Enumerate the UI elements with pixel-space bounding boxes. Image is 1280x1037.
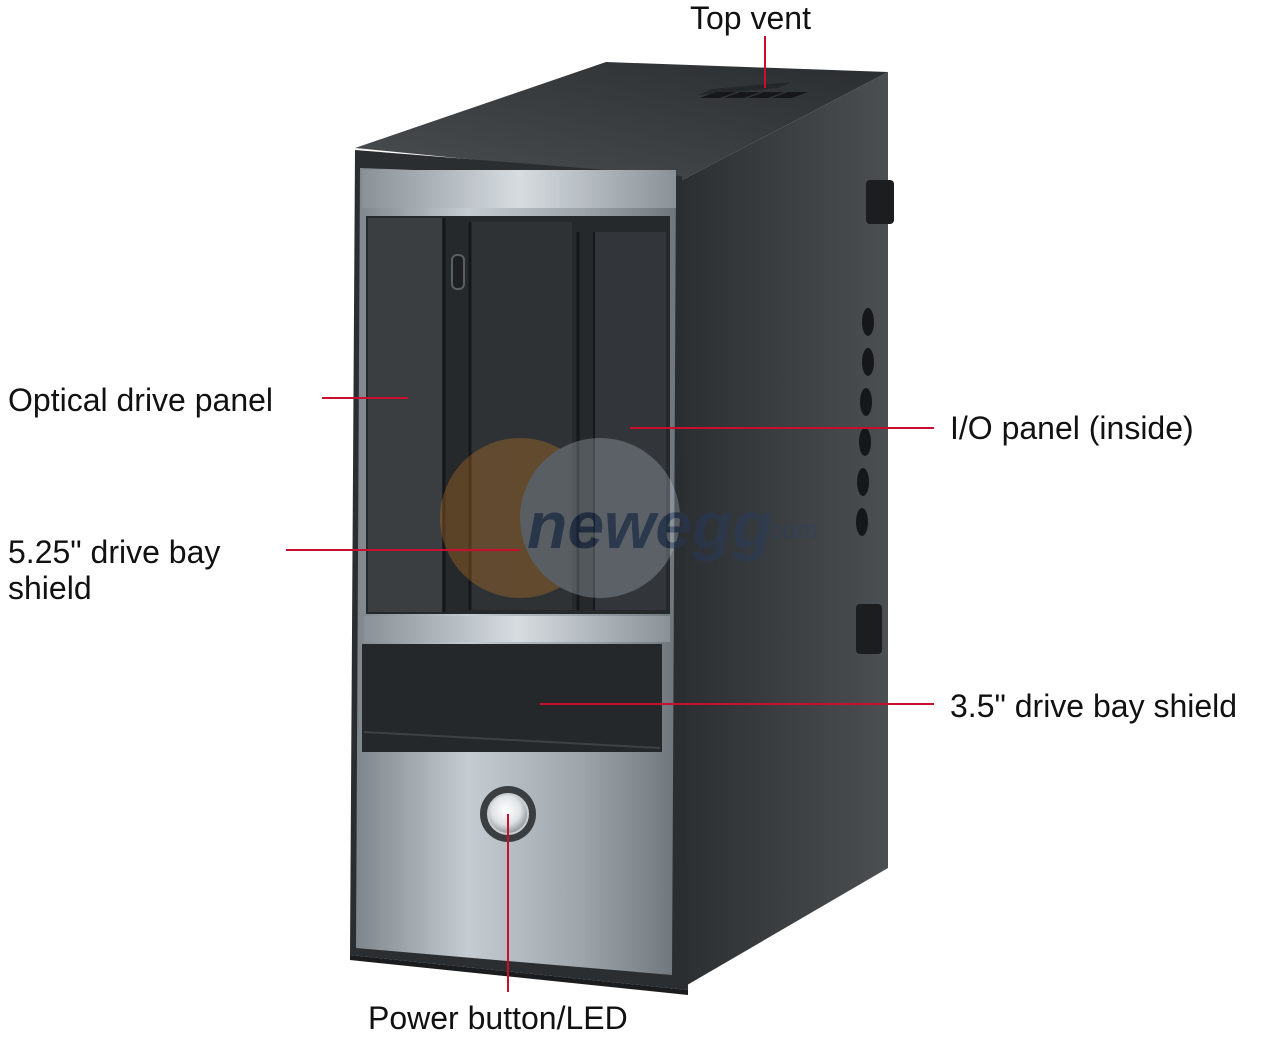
drive-bay-shield-35 [362,644,662,752]
top-vent-slots [698,82,808,98]
drive-bay-shield-525-left [470,222,572,610]
case-body [350,62,894,995]
callout-lines [286,36,934,992]
label-525-drive-bay: 5.25" drive bay shield [8,534,220,606]
watermark-brand: newegg [527,488,773,562]
label-power-button-text: Power button/LED [368,1000,628,1036]
watermark: newegg .com [440,438,818,598]
label-35-drive-bay: 3.5" drive bay shield [950,688,1237,724]
label-io-panel: I/O panel (inside) [950,410,1194,446]
label-io-panel-text: I/O panel (inside) [950,410,1194,446]
eject-button [451,254,465,290]
case-side-panel [682,72,888,988]
label-35-drive-bay-text: 3.5" drive bay shield [950,688,1238,724]
label-525-line2: shield [8,570,92,606]
label-optical-drive-panel-text: Optical drive panel [8,382,274,418]
side-clip-bottom [856,604,882,654]
side-vent-holes [856,308,874,536]
case-top [355,62,888,180]
front-top-strip [362,170,676,208]
label-525-line1: 5.25" drive bay [8,534,221,570]
watermark-suffix: .com [762,514,818,544]
front-middle-strip [364,616,670,642]
label-power-button: Power button/LED [368,1000,628,1036]
side-clip-top [866,180,894,224]
label-top-vent-text: Top vent [690,0,811,36]
drive-bay-shield-525-right [594,232,666,610]
optical-drive-panel [368,218,442,612]
label-top-vent: Top vent [690,0,811,36]
label-optical-drive-panel: Optical drive panel [8,382,273,418]
